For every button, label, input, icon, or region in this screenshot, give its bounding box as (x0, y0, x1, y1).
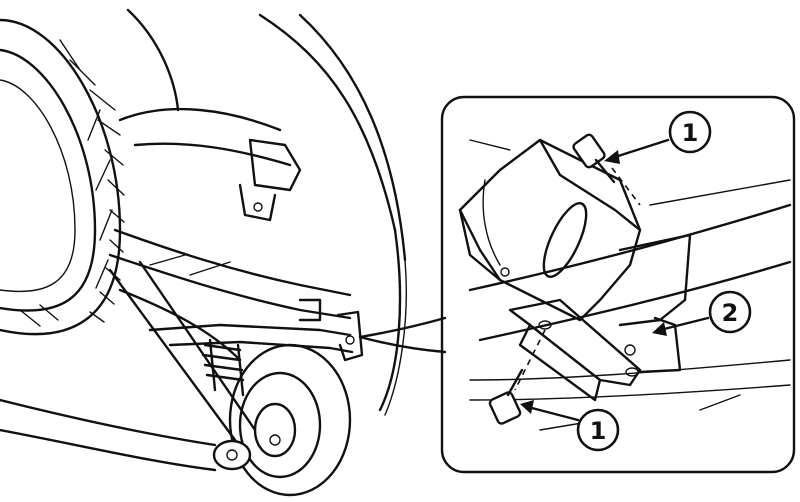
body-panel (118, 8, 407, 416)
callout-1-bottom: 1 (576, 408, 620, 452)
rear-wheel (228, 343, 352, 497)
inset-detail (458, 138, 792, 431)
leader-arrows (520, 138, 710, 422)
bolt-icon (572, 133, 616, 184)
callout-1-top: 1 (668, 110, 712, 154)
inset-pointer (358, 316, 447, 354)
bracket-icon (458, 138, 642, 322)
bolt-icon (488, 368, 524, 425)
shock-spring (201, 338, 245, 397)
axle-frame (108, 228, 364, 362)
callout-1-top-label: 1 (682, 119, 699, 147)
callout-2-right-label: 2 (722, 299, 739, 327)
inset-frame (440, 95, 796, 474)
callout-1-bottom-label: 1 (590, 417, 607, 445)
callout-2-right: 2 (708, 290, 752, 334)
spare-tire (0, 18, 125, 336)
trailing-arm (0, 260, 257, 472)
